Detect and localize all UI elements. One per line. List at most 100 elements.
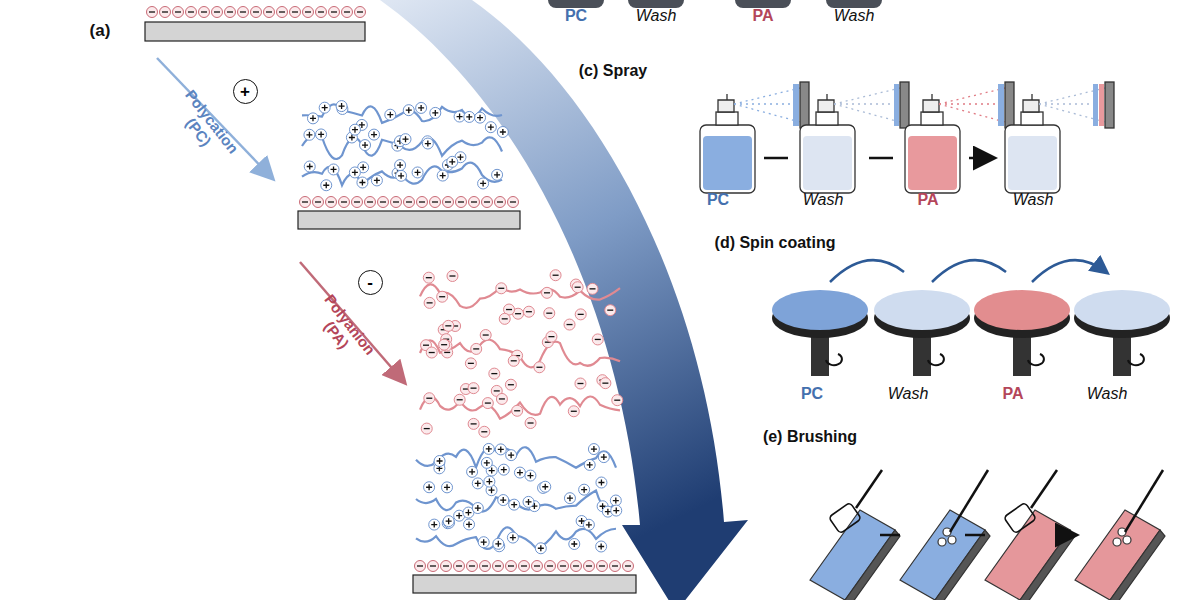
positive-charge (525, 470, 536, 481)
positive-charge (371, 175, 382, 186)
positive-charge (493, 538, 504, 549)
negative-charge (480, 330, 491, 341)
negative-charge (575, 378, 586, 389)
positive-charge (429, 519, 440, 530)
label: Polycation (PC) (166, 84, 244, 171)
polymer-chain (420, 340, 620, 368)
negative-charge (454, 561, 465, 572)
label: Wash (803, 191, 844, 209)
negative-charge (428, 561, 439, 572)
negative-charge (437, 291, 448, 302)
negative-charge (238, 7, 249, 18)
positive-charge (464, 519, 475, 530)
positive-charge (443, 516, 454, 527)
negative-charge (468, 418, 479, 429)
label: PA (917, 191, 938, 209)
negative-charge (365, 197, 376, 208)
negative-charge (499, 313, 510, 324)
negative-charge (329, 7, 340, 18)
positive-charge (349, 124, 360, 135)
negative-charge (623, 561, 634, 572)
positive-charge (492, 169, 503, 180)
positive-charge (360, 140, 371, 151)
negative-charge (575, 309, 586, 320)
positive-charge (507, 532, 518, 543)
polymer-chain (302, 104, 502, 122)
negative-charge (300, 197, 311, 208)
negative-charge (251, 7, 262, 18)
positive-charge (564, 493, 575, 504)
spray-bottles (700, 82, 1114, 193)
positive-charge (442, 482, 453, 493)
positive-charge (514, 467, 525, 478)
negative-charge (541, 287, 552, 298)
charge-sign: - (367, 274, 373, 291)
positive-charge (588, 444, 599, 455)
negative-charge (584, 561, 595, 572)
negative-charge (303, 7, 314, 18)
positive-charge (430, 107, 441, 118)
label: PC (801, 385, 823, 403)
negative-charge (160, 7, 171, 18)
positive-charge (349, 167, 360, 178)
negative-charge (326, 197, 337, 208)
positive-charge (319, 102, 330, 113)
negative-charge (352, 197, 363, 208)
positive-charge (316, 129, 327, 140)
positive-charge (412, 167, 423, 178)
label: Wash (636, 7, 677, 25)
positive-charge (437, 170, 448, 181)
negative-charge (496, 283, 507, 294)
label: Wash (1013, 191, 1054, 209)
negative-charge (610, 561, 621, 572)
label: Wash (834, 7, 875, 25)
negative-charge (199, 7, 210, 18)
label: Wash (1087, 385, 1128, 403)
positive-charge (304, 129, 315, 140)
negative-charge (568, 406, 579, 417)
positive-charge (485, 122, 496, 133)
negative-charge (443, 197, 454, 208)
negative-charge (441, 561, 452, 572)
positive-charge (540, 481, 551, 492)
negative-charge (430, 197, 441, 208)
negative-charge (605, 305, 616, 316)
negative-charge (525, 418, 536, 429)
positive-charge (498, 464, 509, 475)
negative-charge (506, 561, 517, 572)
label: Polyanion (PA) (304, 287, 382, 374)
positive-charge (434, 455, 445, 466)
negative-charge (421, 423, 432, 434)
polymer-chain (420, 396, 620, 418)
positive-charge (328, 164, 339, 175)
negative-charge (173, 7, 184, 18)
positive-charge (535, 543, 546, 554)
negative-charge (417, 197, 428, 208)
negative-charge (264, 7, 275, 18)
negative-charge (355, 7, 366, 18)
positive-charge (498, 495, 509, 506)
negative-charge (550, 270, 561, 281)
positive-charge (610, 495, 621, 506)
negative-charge (313, 197, 324, 208)
label: PA (752, 7, 773, 25)
positive-charge (422, 138, 433, 149)
negative-charge (468, 383, 479, 394)
negative-charge (378, 197, 389, 208)
positive-charge (400, 134, 411, 145)
spin-coaters (772, 260, 1170, 376)
negative-charge (469, 197, 480, 208)
negative-charge (186, 7, 197, 18)
negative-charge (391, 197, 402, 208)
step-arrow (300, 262, 404, 382)
negative-charge (523, 306, 534, 317)
negative-charge (546, 331, 557, 342)
negative-charge (534, 362, 545, 373)
positive-charge (396, 170, 407, 181)
negative-charge (424, 297, 435, 308)
negative-charge (587, 283, 598, 294)
label: (a) (90, 22, 111, 41)
negative-charge (558, 561, 569, 572)
negative-charge (571, 561, 582, 572)
label: PA (1002, 385, 1023, 403)
